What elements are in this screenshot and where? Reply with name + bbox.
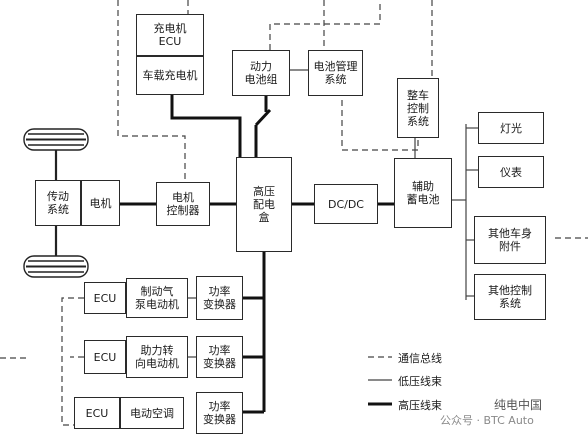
brake-inverter-box: 功率 变换器	[196, 276, 243, 320]
other-control-systems-box: 其他控制 系统	[474, 274, 546, 320]
brake-pump-motor-box: 制动气 泵电动机	[126, 278, 188, 318]
watermark-tail: 纯电中国	[494, 398, 543, 412]
battery-pack-box: 动力 电池组	[232, 50, 290, 96]
brake-ecu-box: ECU	[84, 282, 126, 314]
onboard-charger-box: 车载充电机	[136, 56, 204, 95]
high-voltage-lines	[120, 95, 394, 414]
comm-bus-lines	[0, 0, 588, 426]
other-body-accessories-box: 其他车身 附件	[474, 216, 546, 264]
charger-ecu-box: 充电机 ECU	[136, 14, 204, 56]
electric-ac-box: 电动空调	[120, 397, 184, 429]
ac-inverter-box: 功率 变换器	[196, 392, 243, 434]
ac-ecu-box: ECU	[74, 397, 120, 429]
legend-low-label: 低压线束	[398, 375, 442, 388]
steering-inverter-box: 功率 变换器	[196, 336, 243, 378]
rear-wheel-icon	[23, 255, 89, 278]
watermark-account: 公众号 · BTC Auto	[440, 414, 534, 427]
instruments-box: 仪表	[478, 156, 544, 188]
transmission-box: 传动 系统	[35, 180, 81, 226]
bms-box: 电池管理 系统	[308, 50, 363, 96]
front-wheel-icon	[23, 128, 89, 151]
lights-box: 灯光	[478, 112, 544, 144]
legend-comm-label: 通信总线	[398, 352, 442, 365]
motor-box: 电机	[81, 180, 120, 226]
legend-high-label: 高压线束	[398, 399, 442, 412]
aux-battery-box: 辅助 蓄电池	[394, 158, 452, 228]
dcdc-box: DC/DC	[314, 184, 378, 224]
steering-ecu-box: ECU	[84, 340, 126, 374]
steering-motor-box: 助力转 向电动机	[126, 336, 188, 378]
hv-distribution-box: 高压 配电 盒	[236, 157, 292, 252]
motor-controller-box: 电机 控制器	[156, 182, 210, 226]
vcu-box: 整车 控制 系统	[397, 78, 439, 138]
